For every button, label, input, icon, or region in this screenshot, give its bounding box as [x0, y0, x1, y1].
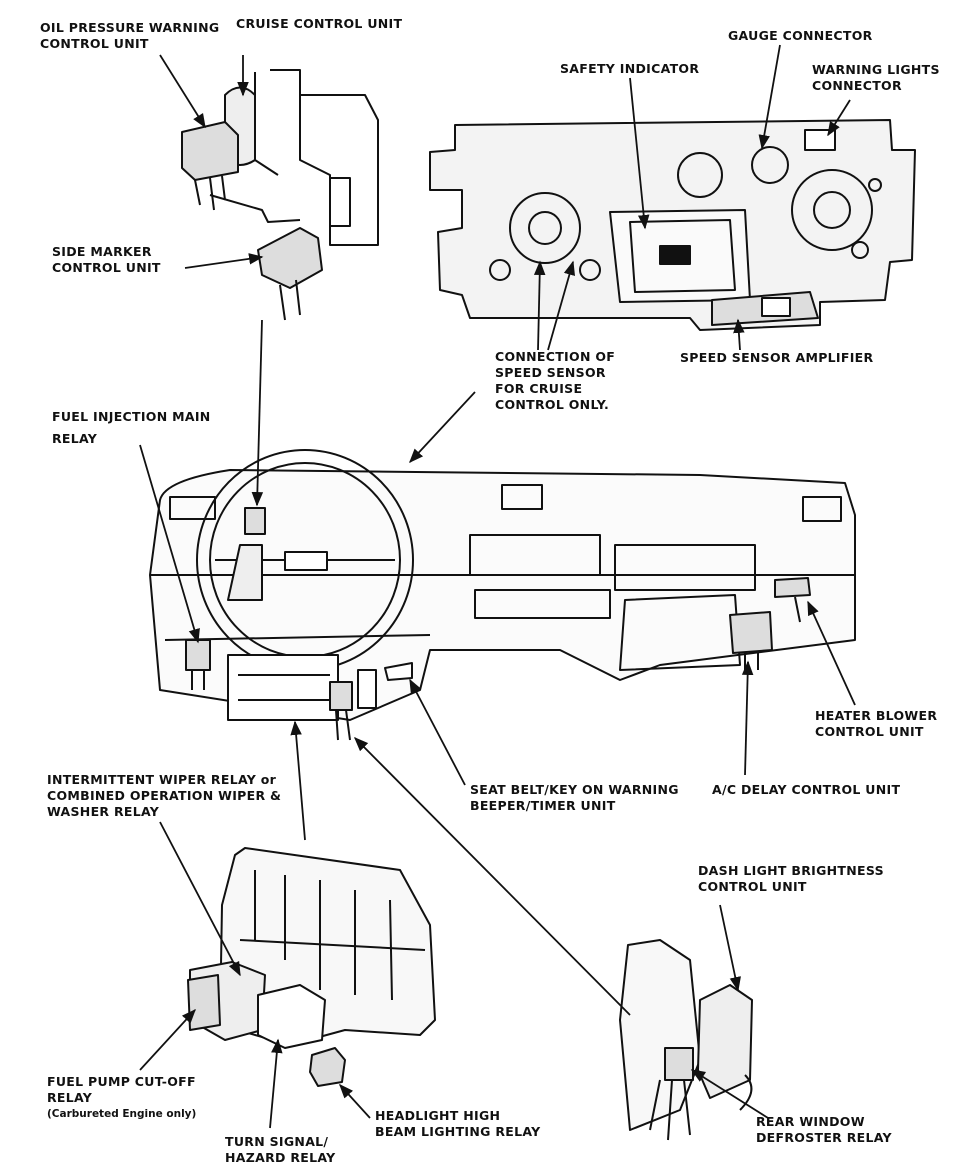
headlight-label: HEADLIGHT HIGH BEAM LIGHTING RELAY [375, 1108, 540, 1140]
fuel-pump-label: FUEL PUMP CUT-OFF RELAY (Carbureted Engi… [47, 1074, 196, 1122]
speed-sensor-line-2: SPEED SENSOR [495, 365, 606, 380]
warning-lights-line-2: CONNECTOR [812, 78, 902, 93]
seat-belt-line-1: SEAT BELT/KEY ON WARNING [470, 782, 679, 797]
intermittent-wiper-line-2: COMBINED OPERATION WIPER & [47, 788, 282, 803]
speed-sensor-connection-label: CONNECTION OF SPEED SENSOR FOR CRUISE CO… [495, 349, 615, 413]
rear-window-long-leader [353, 736, 631, 1016]
speed-sensor-line-4: CONTROL ONLY. [495, 397, 610, 412]
side-marker-label: SIDE MARKER CONTROL UNIT [52, 244, 161, 276]
side-marker-line-2: CONTROL UNIT [52, 260, 161, 275]
dash-light-detail [619, 939, 753, 1141]
rear-window-line-2: DEFROSTER RELAY [756, 1130, 892, 1145]
ac-delay-text: A/C DELAY CONTROL UNIT [712, 782, 901, 797]
gauge-connector-text: GAUGE CONNECTOR [728, 28, 873, 43]
headlight-line-2: BEAM LIGHTING RELAY [375, 1124, 541, 1139]
dashboard [149, 449, 856, 741]
intermittent-wiper-label: INTERMITTENT WIPER RELAY or COMBINED OPE… [47, 772, 281, 820]
turn-signal-line-2: HAZARD RELAY [225, 1150, 336, 1165]
seat-belt-line-2: BEEPER/TIMER UNIT [470, 798, 616, 813]
fuel-injection-leader [139, 444, 200, 644]
gauge-connector-label: GAUGE CONNECTOR [728, 28, 873, 44]
instrument-cluster [429, 119, 916, 331]
side-marker-line-1: SIDE MARKER [52, 244, 152, 259]
fuel-injection-line-1: FUEL INJECTION MAIN [52, 409, 211, 424]
intermittent-wiper-line-3: WASHER RELAY [47, 804, 160, 819]
fuel-pump-line-1: FUEL PUMP CUT-OFF [47, 1074, 196, 1089]
ac-delay-label: A/C DELAY CONTROL UNIT [712, 782, 900, 798]
safety-indicator-text: SAFETY INDICATOR [560, 61, 700, 76]
cruise-control-text: CRUISE CONTROL UNIT [236, 16, 403, 31]
intermittent-wiper-line-1: INTERMITTENT WIPER RELAY or [47, 772, 277, 787]
speed-sensor-leader-1 [533, 260, 546, 351]
rear-window-label: REAR WINDOW DEFROSTER RELAY [756, 1114, 892, 1146]
safety-indicator-label: SAFETY INDICATOR [560, 61, 699, 77]
rear-window-line-1: REAR WINDOW [756, 1114, 865, 1129]
side-marker-leader [184, 253, 264, 269]
cruise-control-label: CRUISE CONTROL UNIT [236, 16, 402, 32]
rear-window-leader [690, 1069, 769, 1119]
fuel-injection-line-2: RELAY [52, 431, 98, 446]
turn-signal-line-1: TURN SIGNAL/ [225, 1134, 329, 1149]
dash-light-leader [719, 904, 741, 992]
oil-pressure-line-2: CONTROL UNIT [40, 36, 149, 51]
intermittent-wiper-leader [159, 821, 241, 977]
warning-lights-leader [827, 99, 851, 137]
speed-sensor-amplifier-text: SPEED SENSOR AMPLIFIER [680, 350, 874, 365]
seat-belt-leader [409, 678, 466, 786]
safety-indicator-leader [629, 77, 650, 230]
heater-blower-line-2: CONTROL UNIT [815, 724, 924, 739]
headlight-leader [339, 1083, 371, 1119]
column-unit-leader [251, 319, 264, 507]
oil-pressure-leader [159, 54, 206, 129]
speed-sensor-amplifier-leader [733, 318, 745, 351]
speed-sensor-leader-2 [547, 260, 575, 351]
turn-signal-label: TURN SIGNAL/ HAZARD RELAY [225, 1134, 336, 1166]
fuel-injection-label: FUEL INJECTION MAIN RELAY [52, 406, 211, 450]
relay-box-leader [290, 720, 306, 841]
heater-blower-line-1: HEATER BLOWER [815, 708, 938, 723]
speed-sensor-line-1: CONNECTION OF [495, 349, 616, 364]
dash-light-label: DASH LIGHT BRIGHTNESS CONTROL UNIT [698, 863, 884, 895]
headlight-line-1: HEADLIGHT HIGH [375, 1108, 501, 1123]
heater-blower-leader [807, 600, 856, 706]
dash-light-line-2: CONTROL UNIT [698, 879, 807, 894]
ac-delay-leader [741, 660, 754, 776]
dash-light-line-1: DASH LIGHT BRIGHTNESS [698, 863, 884, 878]
gauge-connector-leader [758, 44, 781, 150]
fuel-pump-note: (Carbureted Engine only) [47, 1108, 197, 1120]
leader-lines [139, 44, 856, 1129]
upper-left-unit-assembly [181, 69, 379, 321]
turn-signal-leader [269, 1038, 283, 1129]
speed-sensor-line-3: FOR CRUISE [495, 381, 583, 396]
heater-blower-label: HEATER BLOWER CONTROL UNIT [815, 708, 937, 740]
dashboard-leader [409, 391, 476, 464]
warning-lights-label: WARNING LIGHTS CONNECTOR [812, 62, 940, 94]
speed-sensor-amplifier-label: SPEED SENSOR AMPLIFIER [680, 350, 873, 366]
relay-box-detail [187, 847, 436, 1087]
oil-pressure-label: OIL PRESSURE WARNING CONTROL UNIT [40, 20, 219, 52]
fuel-pump-leader [139, 1008, 196, 1071]
fuel-pump-line-2: RELAY [47, 1090, 93, 1105]
seat-belt-label: SEAT BELT/KEY ON WARNING BEEPER/TIMER UN… [470, 782, 679, 814]
oil-pressure-line-1: OIL PRESSURE WARNING [40, 20, 220, 35]
warning-lights-line-1: WARNING LIGHTS [812, 62, 940, 77]
